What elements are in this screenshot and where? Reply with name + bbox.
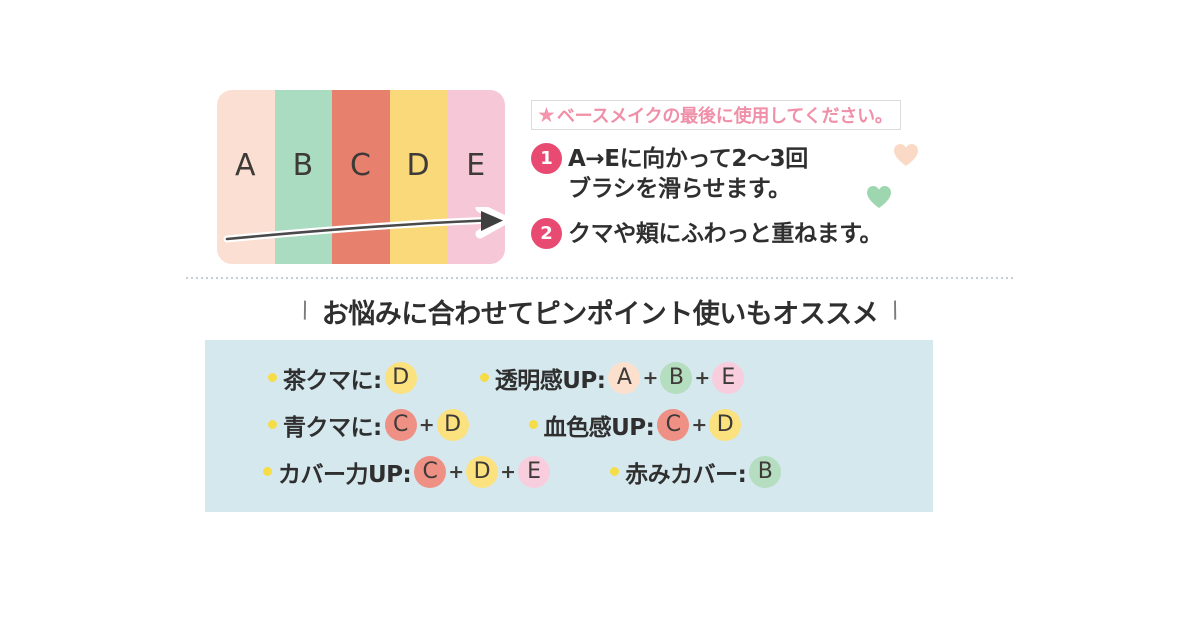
swatch-letter-a: A [235, 148, 257, 183]
step-2: 2 クマや頬にふわっと重ねます。 [531, 218, 883, 249]
code-chip-c: C [414, 455, 447, 488]
bullet-icon [268, 373, 277, 382]
swatch-band-d: D [389, 90, 448, 264]
swatch-letter-e: E [466, 148, 487, 183]
bullet-icon [528, 420, 538, 429]
subheading: \ お悩みに合わせてピンポイント使いもオススメ / [0, 292, 1200, 331]
tip-label: カバー力UP: [278, 461, 412, 488]
code-chip-b: B [660, 361, 693, 394]
code-chip-b: B [749, 455, 782, 488]
plus-separator: + [691, 413, 708, 436]
swatch-band-a: A [217, 90, 275, 264]
star-icon: ★ [537, 103, 556, 127]
code-chip-e: E [518, 455, 551, 488]
tip-code-list: C+D [657, 408, 742, 441]
tip-code-list: A+B+E [608, 361, 745, 394]
usage-note-box: ★ ベースメイクの最後に使用してください。 [531, 100, 901, 130]
green-heart-icon [867, 186, 891, 208]
swatch-band-b: B [274, 90, 333, 264]
plus-separator: + [418, 413, 435, 436]
bullet-icon [610, 467, 620, 476]
tip-code-list: B [749, 455, 782, 488]
swatch-letter-b: B [292, 148, 315, 183]
slash-right-decoration: / [888, 296, 903, 326]
code-chip-e: E [712, 361, 745, 394]
code-chip-d: D [436, 408, 469, 441]
tip-code-list: C+D [384, 408, 469, 441]
tip-item: 茶クマに:D [268, 361, 417, 395]
code-chip-a: A [608, 361, 641, 394]
tip-item: 青クマに:C+D [268, 408, 469, 442]
swatch-band-e: E [447, 90, 505, 264]
tip-label: 茶クマに: [283, 367, 382, 394]
swatch-band-c: C [332, 90, 390, 264]
peach-heart-icon [894, 144, 918, 166]
step-1: 1 A→Eに向かって2〜3回 ブラシを滑らせます。 [531, 143, 808, 205]
tip-code-list: C+D+E [414, 455, 551, 488]
step-1-number-badge: 1 [531, 143, 562, 174]
swatch-letter-d: D [406, 148, 431, 183]
tip-label: 透明感UP: [494, 367, 606, 394]
tip-item: 赤みカバー:B [610, 455, 782, 489]
step-1-text: A→Eに向かって2〜3回 ブラシを滑らせます。 [568, 146, 808, 203]
subheading-text: お悩みに合わせてピンポイント使いもオススメ [321, 299, 879, 330]
step-2-text: クマや頬にふわっと重ねます。 [568, 221, 883, 247]
tip-label: 赤みカバー: [625, 461, 747, 488]
plus-separator: + [694, 366, 711, 389]
bullet-icon [479, 373, 489, 382]
slash-left-decoration: \ [297, 296, 312, 326]
bullet-icon [263, 467, 272, 476]
step-2-number-badge: 2 [531, 218, 562, 249]
tip-item: カバー力UP:C+D+E [263, 455, 551, 489]
plus-separator: + [642, 366, 659, 389]
usage-note-text: ベースメイクの最後に使用してください。 [556, 106, 893, 127]
plus-separator: + [500, 460, 517, 483]
tip-item: 血色感UP:C+D [528, 408, 742, 442]
code-chip-d: D [709, 408, 742, 441]
code-chip-c: C [384, 408, 417, 441]
code-chip-d: D [384, 361, 417, 394]
code-chip-c: C [657, 408, 690, 441]
swatch-letter-c: C [350, 148, 372, 183]
dotted-divider [186, 277, 1014, 279]
bullet-icon [268, 420, 277, 429]
plus-separator: + [448, 460, 465, 483]
tip-label: 血色感UP: [543, 414, 655, 441]
tip-item: 透明感UP:A+B+E [479, 361, 745, 395]
code-chip-d: D [466, 455, 499, 488]
tip-label: 青クマに: [283, 414, 382, 441]
tip-code-list: D [384, 361, 417, 394]
